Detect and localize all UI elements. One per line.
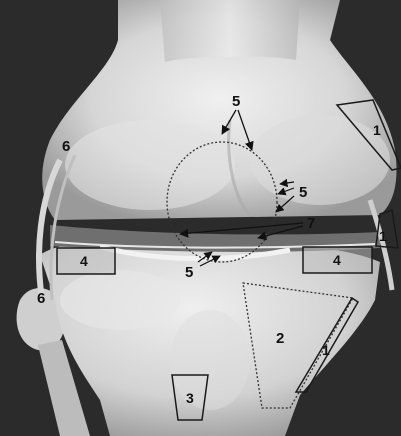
- label-5-lower: 5: [185, 264, 193, 281]
- label-region-4-right: 4: [333, 252, 341, 268]
- label-region-2: 2: [276, 330, 284, 347]
- label-region-1-lower: 1: [322, 342, 330, 358]
- label-region-3: 3: [186, 390, 194, 406]
- label-region-4-left: 4: [80, 253, 88, 269]
- label-region-1-right: 1: [379, 228, 387, 244]
- label-6-lower: 6: [37, 290, 45, 307]
- label-region-1-top: 1: [373, 122, 381, 138]
- label-6-upper: 6: [62, 138, 70, 155]
- label-7: 7: [307, 215, 315, 232]
- label-5-top: 5: [232, 93, 240, 110]
- label-5-right: 5: [299, 184, 307, 201]
